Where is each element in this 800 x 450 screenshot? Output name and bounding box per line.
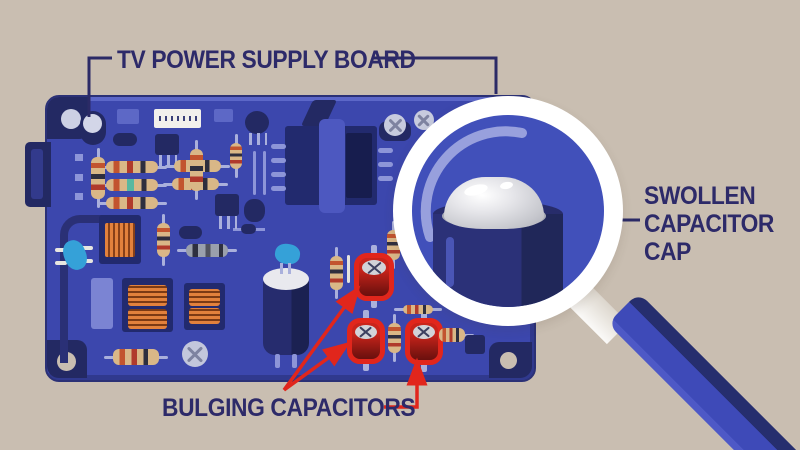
transformer-pin <box>271 186 286 191</box>
resistor <box>388 314 401 362</box>
resistor <box>97 161 167 173</box>
ic-chip <box>91 278 113 329</box>
transformer-pin <box>378 162 393 167</box>
pcb-trace <box>263 151 266 195</box>
transformer-window <box>346 133 372 198</box>
corner-screw-hole <box>61 109 81 129</box>
screw-icon <box>414 110 434 130</box>
transistor-legs <box>159 155 177 168</box>
board-label-connector-right <box>372 56 498 94</box>
pcb-trace <box>253 151 256 195</box>
screw-icon <box>384 114 406 136</box>
resistor <box>430 328 474 342</box>
electrolytic-capacitor-body <box>263 277 309 355</box>
bulging-capacitors-label: BULGING CAPACITORS <box>162 394 416 423</box>
magnified-swollen-capacitor <box>444 177 544 229</box>
component-lead <box>55 248 67 252</box>
resistor <box>394 305 442 314</box>
resistor <box>91 148 105 208</box>
transistor-to92 <box>245 111 269 134</box>
ic-chip <box>214 109 233 122</box>
resistor <box>177 244 237 257</box>
transistor-legs <box>219 216 237 229</box>
bulging-capacitor-2 <box>347 310 385 371</box>
resistor <box>230 134 242 178</box>
diode <box>179 226 202 239</box>
transformer-winding <box>189 289 220 306</box>
connector-pad <box>75 174 83 181</box>
transformer-winding <box>128 285 167 306</box>
resistor <box>97 179 167 191</box>
capacitor-leg <box>275 354 280 368</box>
transformer-pin <box>378 148 393 153</box>
bulging-arrow-2 <box>282 341 351 392</box>
capacitor-body-highlight <box>446 237 454 287</box>
capacitor-vent <box>362 260 386 275</box>
board-label-connector-left <box>87 56 112 117</box>
magnifying-glass <box>393 96 623 326</box>
resistor <box>190 140 203 200</box>
electrolytic-capacitor-top <box>263 268 309 290</box>
swollen-capacitor-label: SWOLLEN CAPACITOR CAP <box>644 182 775 267</box>
mounting-hole <box>500 352 517 369</box>
connector-pad <box>75 193 83 200</box>
inductor-winding <box>105 223 135 257</box>
capacitor-vent <box>355 325 377 339</box>
pin-header-pins <box>159 116 197 121</box>
capacitor-leg <box>292 354 297 368</box>
bulging-capacitor-1 <box>354 245 394 308</box>
resistor <box>104 349 168 365</box>
transformer-pin <box>271 172 286 177</box>
capacitor-vent <box>413 325 435 339</box>
ic-chip <box>465 335 485 354</box>
board-label: TV POWER SUPPLY BOARD <box>117 46 416 75</box>
lens-highlight-arc <box>420 126 527 242</box>
transformer-winding <box>189 308 220 324</box>
transformer-winding <box>128 309 167 329</box>
transformer-pin <box>271 144 286 149</box>
edge-connector-inner <box>31 149 43 199</box>
transistor-to220 <box>155 134 179 155</box>
resistor <box>330 247 343 299</box>
bulging-arrow-3 <box>384 357 428 409</box>
transformer-pin <box>378 176 393 181</box>
connector-pad <box>75 154 83 161</box>
diode <box>113 133 137 146</box>
ic-chip <box>117 109 139 124</box>
transistor-to220 <box>215 194 239 216</box>
bulging-arrow-1 <box>282 285 361 392</box>
small-capacitor <box>244 199 265 222</box>
component-lead <box>55 261 67 265</box>
transformer-pin <box>271 158 286 163</box>
capacitor-legs <box>280 263 296 274</box>
label-anchor-point <box>83 114 102 133</box>
magnifier-lens <box>412 115 604 307</box>
magnified-capacitor-body <box>433 214 563 307</box>
resistor <box>157 214 170 266</box>
trimmer-screw <box>182 341 208 367</box>
component-lead <box>81 246 93 250</box>
component-lead <box>347 255 350 283</box>
pcb-trace <box>60 215 110 363</box>
transistor-legs <box>249 133 267 145</box>
resistor <box>97 197 167 209</box>
transformer-bobbin <box>319 119 345 213</box>
diode <box>241 224 256 234</box>
